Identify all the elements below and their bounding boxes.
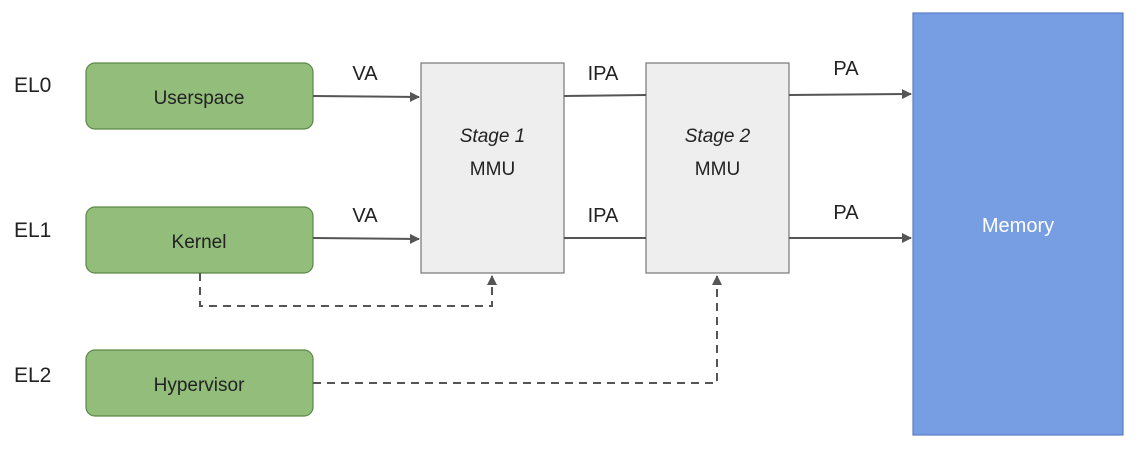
pa-top-label: PA — [833, 58, 859, 80]
el2-label: EL2 — [14, 364, 51, 387]
userspace-to-stage1-arrow — [312, 91, 420, 102]
el1-label: EL1 — [14, 219, 51, 242]
va-bottom-label: VA — [352, 205, 378, 227]
kernel-to-stage1-dashed-arrow — [199, 273, 497, 307]
ipa-bottom-label: IPA — [588, 205, 619, 227]
memory-box: Memory — [912, 12, 1124, 436]
stage2-subtitle: MMU — [695, 159, 740, 180]
stage1-to-stage2-top-line — [563, 94, 647, 97]
el0-label: EL0 — [14, 74, 51, 97]
hypervisor-box: Hypervisor — [85, 349, 314, 417]
memory-label: Memory — [982, 215, 1054, 237]
hypervisor-to-stage2-dashed-arrow — [313, 275, 722, 384]
stage1-title: Stage 1 — [460, 126, 526, 147]
stage2-mmu-box: Stage 2 MMU — [645, 62, 790, 274]
userspace-label: Userspace — [154, 88, 245, 109]
stage2-title: Stage 2 — [685, 126, 751, 147]
stage1-subtitle: MMU — [470, 159, 515, 180]
hypervisor-label: Hypervisor — [154, 375, 245, 396]
kernel-label: Kernel — [172, 232, 227, 253]
ipa-top-label: IPA — [588, 63, 619, 85]
kernel-to-stage1-arrow — [312, 233, 420, 244]
stage1-mmu-box: Stage 1 MMU — [420, 62, 565, 274]
userspace-box: Userspace — [85, 62, 314, 130]
kernel-box: Kernel — [85, 206, 314, 274]
va-top-label: VA — [352, 63, 378, 85]
pa-bottom-label: PA — [833, 202, 859, 224]
stage2-to-memory-top-arrow — [788, 89, 912, 100]
